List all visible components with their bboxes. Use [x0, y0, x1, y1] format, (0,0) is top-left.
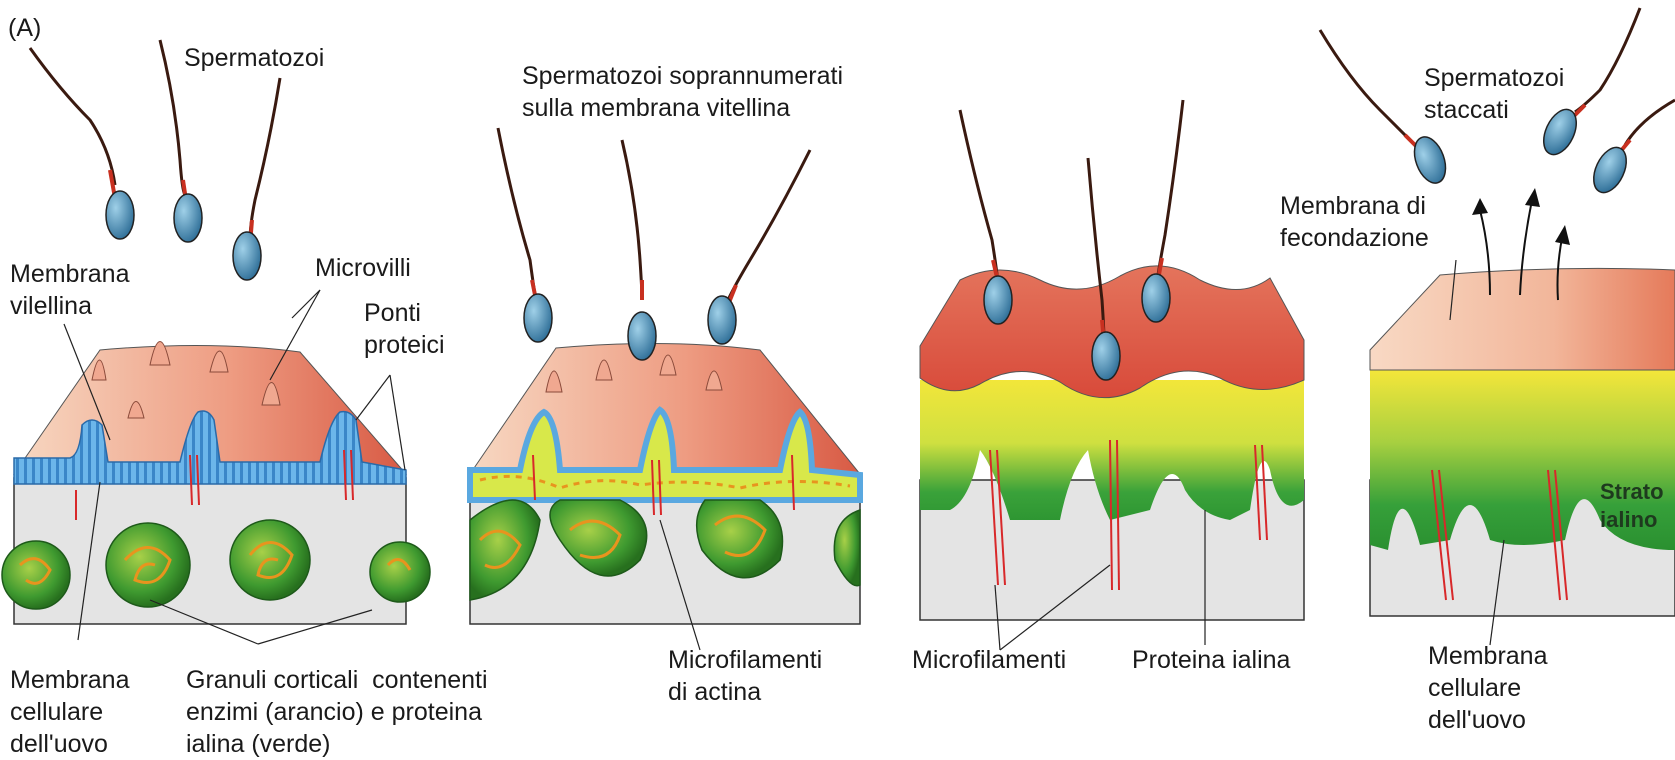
label-ponti-proteici: Ponti proteici [364, 297, 445, 361]
label-membrana-cellulare-4: Membrana cellulare dell'uovo [1428, 640, 1548, 736]
cytoplasm [14, 478, 406, 624]
label-spermatozoi-staccati: Spermatozoi staccati [1424, 62, 1564, 126]
arrowheads [1472, 188, 1570, 245]
sperm-group-1 [30, 40, 280, 280]
label-spermatozoi: Spermatozoi [184, 42, 324, 74]
label-proteina-ialina: Proteina ialina [1132, 644, 1290, 676]
label-membrana-fecondazione: Membrana di fecondazione [1280, 190, 1429, 254]
fertilization-envelope [1370, 268, 1675, 370]
sperm-group-2 [498, 128, 810, 360]
label-microfilamenti-actina: Microfilamenti di actina [668, 644, 822, 708]
figure-tag: (A) [8, 14, 41, 42]
label-soprannumerati: Spermatozoi soprannumerati sulla membran… [522, 60, 843, 124]
label-microfilamenti: Microfilamenti [912, 644, 1066, 676]
panel-2 [470, 128, 860, 650]
label-strato-ialino: Strato ialino [1600, 478, 1664, 534]
label-microvilli: Microvilli [315, 252, 411, 284]
label-granuli-corticali: Granuli corticali contenenti enzimi (ara… [186, 664, 488, 760]
label-membrana-cellulare-1: Membrana cellulare dell'uovo [10, 664, 130, 760]
label-membrana-vitellina: Membrana vilellina [10, 258, 130, 322]
panel-3 [920, 100, 1304, 650]
